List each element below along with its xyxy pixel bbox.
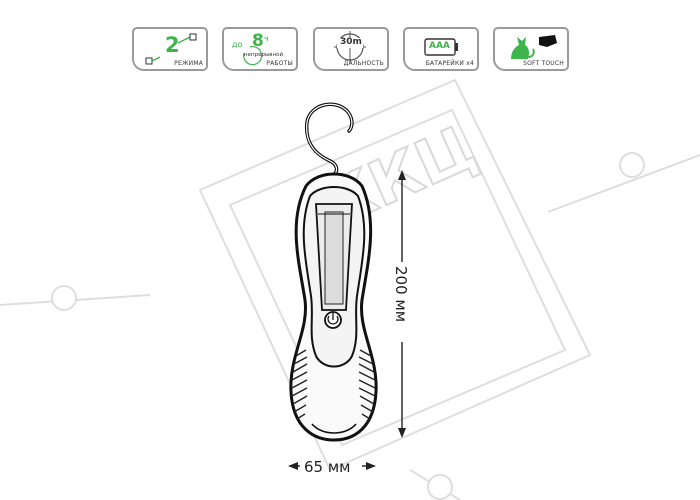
badge-battery: AAA БАТАРЕЙКИ x4 — [403, 27, 479, 71]
runtime-number: 8 — [252, 31, 264, 51]
runtime-unit: ч — [264, 34, 269, 43]
range-value: 30m — [340, 37, 362, 47]
runtime-sub: непрерывной — [244, 52, 284, 58]
cat-icon — [511, 37, 535, 59]
height-label: 200 мм — [392, 266, 410, 322]
feature-badges: 2 РЕЖИМА до 8 ч непрерывной РАБОТЫ 30m Д… — [132, 27, 572, 79]
badge-modes: 2 РЕЖИМА — [132, 27, 208, 71]
runtime-caption: РАБОТЫ — [266, 60, 293, 67]
bottom-cap — [311, 423, 357, 434]
touch-caption: SOFT TOUCH — [523, 60, 564, 67]
badge-soft-touch: SOFT TOUCH — [493, 27, 569, 71]
grip-right — [358, 349, 376, 420]
clock-icon — [243, 46, 263, 66]
lamp-tube — [324, 211, 344, 305]
battery-label: AAA — [429, 41, 450, 51]
battery-caption: БАТАРЕЙКИ x4 — [425, 60, 474, 67]
width-dimension: 65 мм — [288, 458, 376, 476]
modes-caption: РЕЖИМА — [174, 60, 203, 67]
grip-left — [291, 349, 308, 420]
runtime-prefix: до — [232, 40, 243, 49]
modes-number: 2 — [165, 33, 180, 57]
height-dimension: 200 мм — [392, 170, 410, 438]
range-caption: ДАЛЬНОСТЬ — [343, 60, 384, 67]
battery-icon — [424, 38, 458, 56]
hand-touch-icon — [539, 35, 557, 47]
width-label: 65 мм — [304, 458, 351, 476]
range-target-icon — [334, 31, 366, 63]
badge-range: 30m ДАЛЬНОСТЬ — [313, 27, 389, 71]
mode-switch-icon — [145, 33, 197, 65]
badge-runtime: до 8 ч непрерывной РАБОТЫ — [222, 27, 298, 71]
hook — [304, 102, 354, 180]
